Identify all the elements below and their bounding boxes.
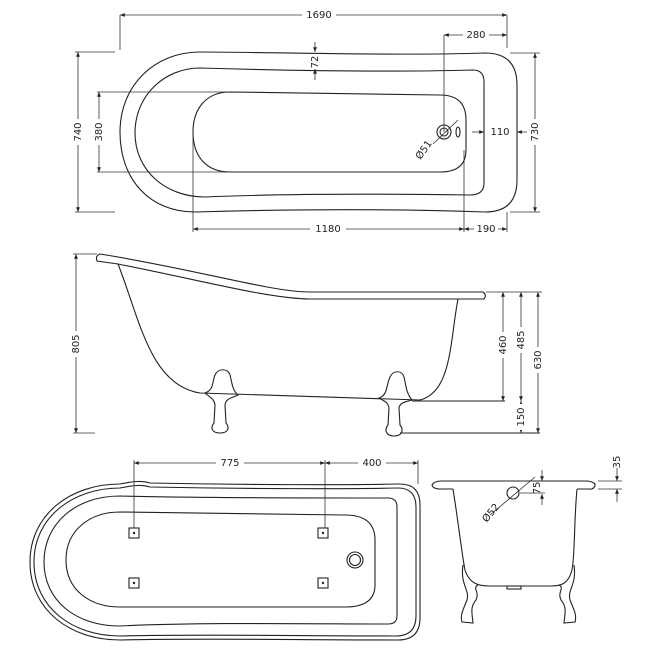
side-view: 805 460 485 630 150 xyxy=(70,253,544,437)
under-basin-outline xyxy=(65,511,376,608)
dim-overflow-from-top: 75 xyxy=(532,482,543,495)
under-waste-icon xyxy=(346,551,364,569)
end-view: Ø52 75 35 xyxy=(431,456,623,624)
dim-end-rim: 110 xyxy=(490,127,509,138)
plan-basin-outline xyxy=(192,91,467,173)
foot-mount-icon xyxy=(317,577,329,589)
dim-feet-from-end: 400 xyxy=(362,458,381,469)
dim-inner-length: 1180 xyxy=(315,224,340,235)
dim-inner-end: 190 xyxy=(476,224,495,235)
plan-rim-inner-outline xyxy=(134,67,485,198)
dim-overflow-diameter: Ø52 xyxy=(480,501,502,525)
under-outer-outline-2 xyxy=(33,484,417,637)
side-foot-right xyxy=(377,371,413,437)
dim-waste-from-end: 280 xyxy=(466,30,485,41)
dim-feet-spacing: 775 xyxy=(220,458,239,469)
dim-feet-height: 150 xyxy=(516,407,527,426)
foot-mount-icon xyxy=(128,577,140,589)
end-rim xyxy=(431,480,596,490)
dim-inner-depth: 460 xyxy=(498,335,509,354)
end-foot-left xyxy=(460,564,479,624)
feet-mounts xyxy=(128,527,329,589)
side-body xyxy=(117,263,459,401)
side-foot-left xyxy=(203,369,239,434)
plan-view: 1690 280 740 380 730 72 110 Ø51 xyxy=(72,9,541,235)
plan-outer-outline xyxy=(119,51,518,213)
under-outer-outline xyxy=(29,480,421,641)
dim-overall-length: 1690 xyxy=(306,10,331,21)
underside-view: 775 400 xyxy=(29,457,421,641)
end-body xyxy=(452,488,578,587)
dim-inner-width: 380 xyxy=(94,122,105,141)
dim-end-height: 630 xyxy=(533,350,544,369)
end-foot-right xyxy=(558,564,577,624)
overflow-slot-icon xyxy=(455,126,461,138)
dim-rim-width: 72 xyxy=(310,56,321,69)
under-rim-outline xyxy=(43,495,398,627)
foot-mount-icon xyxy=(317,527,329,539)
dim-body-height: 485 xyxy=(516,330,527,349)
overflow-icon xyxy=(506,486,520,500)
dim-overall-height: 805 xyxy=(71,334,82,353)
dim-waste-diameter: Ø51 xyxy=(413,138,435,162)
side-rim xyxy=(95,253,486,300)
dim-end-width: 730 xyxy=(530,122,541,141)
dim-overall-width: 740 xyxy=(73,122,84,141)
dim-rim-thickness: 35 xyxy=(612,456,623,469)
